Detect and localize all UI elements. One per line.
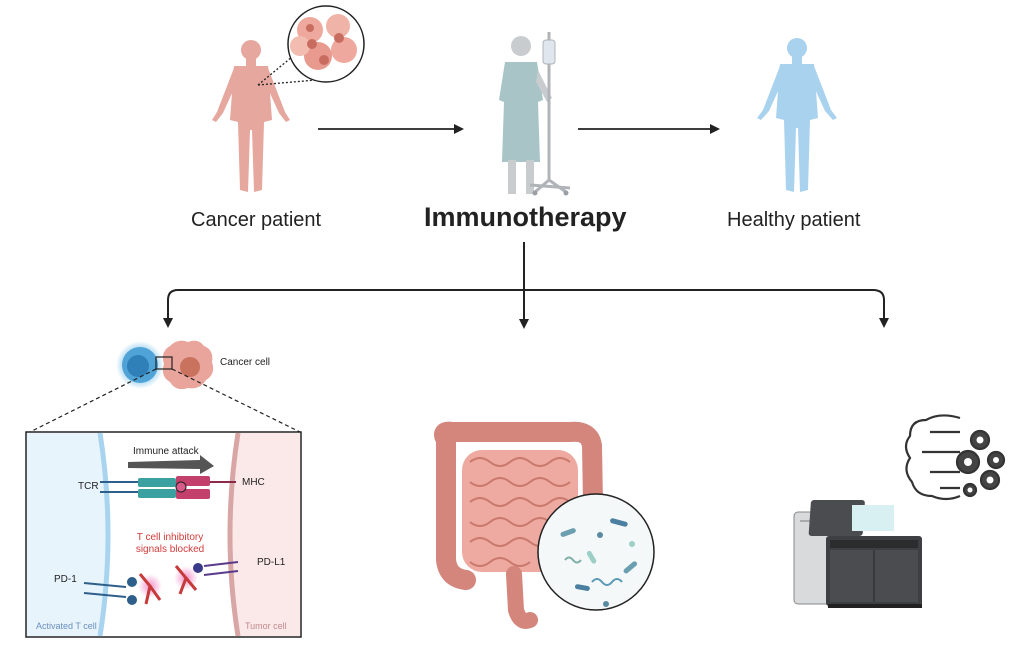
pdl1-label: PD-L1 xyxy=(257,557,286,568)
intestine-microbiome-icon xyxy=(434,421,655,629)
synapse-detail-panel xyxy=(25,431,302,638)
activated-t-cell-label: Activated T cell xyxy=(36,621,97,631)
tumor-cell-label: Tumor cell xyxy=(245,621,287,631)
blocked-signals-line2: signals blocked xyxy=(135,544,205,555)
branch-arrows xyxy=(163,242,889,329)
healthy-patient-figure-icon xyxy=(757,38,837,192)
cancer-cell-label: Cancer cell xyxy=(220,357,271,368)
cancer-patient-figure-icon xyxy=(212,40,290,192)
blocked-signals-label: T cell inhibitory signals blocked xyxy=(126,532,214,556)
pd1-label: PD-1 xyxy=(54,574,77,585)
zoom-box xyxy=(155,356,173,370)
immunotherapy-title: Immunotherapy xyxy=(424,202,627,232)
t-cell-icon xyxy=(116,341,164,389)
patient-iv-drip-icon xyxy=(499,32,571,196)
cancer-cell-icon xyxy=(162,340,214,390)
healthy-patient-label: Healthy patient xyxy=(727,209,861,231)
cancer-patient-label: Cancer patient xyxy=(191,209,322,231)
sequencer-machine-icon xyxy=(793,500,922,608)
tcr-label: TCR xyxy=(78,481,99,492)
brain-gears-icon xyxy=(904,414,1006,501)
tumor-zoom-icon xyxy=(257,5,365,86)
immune-attack-label: Immune attack xyxy=(133,446,199,457)
mhc-label: MHC xyxy=(242,477,265,488)
blocked-signals-line1: T cell inhibitory xyxy=(136,532,204,543)
